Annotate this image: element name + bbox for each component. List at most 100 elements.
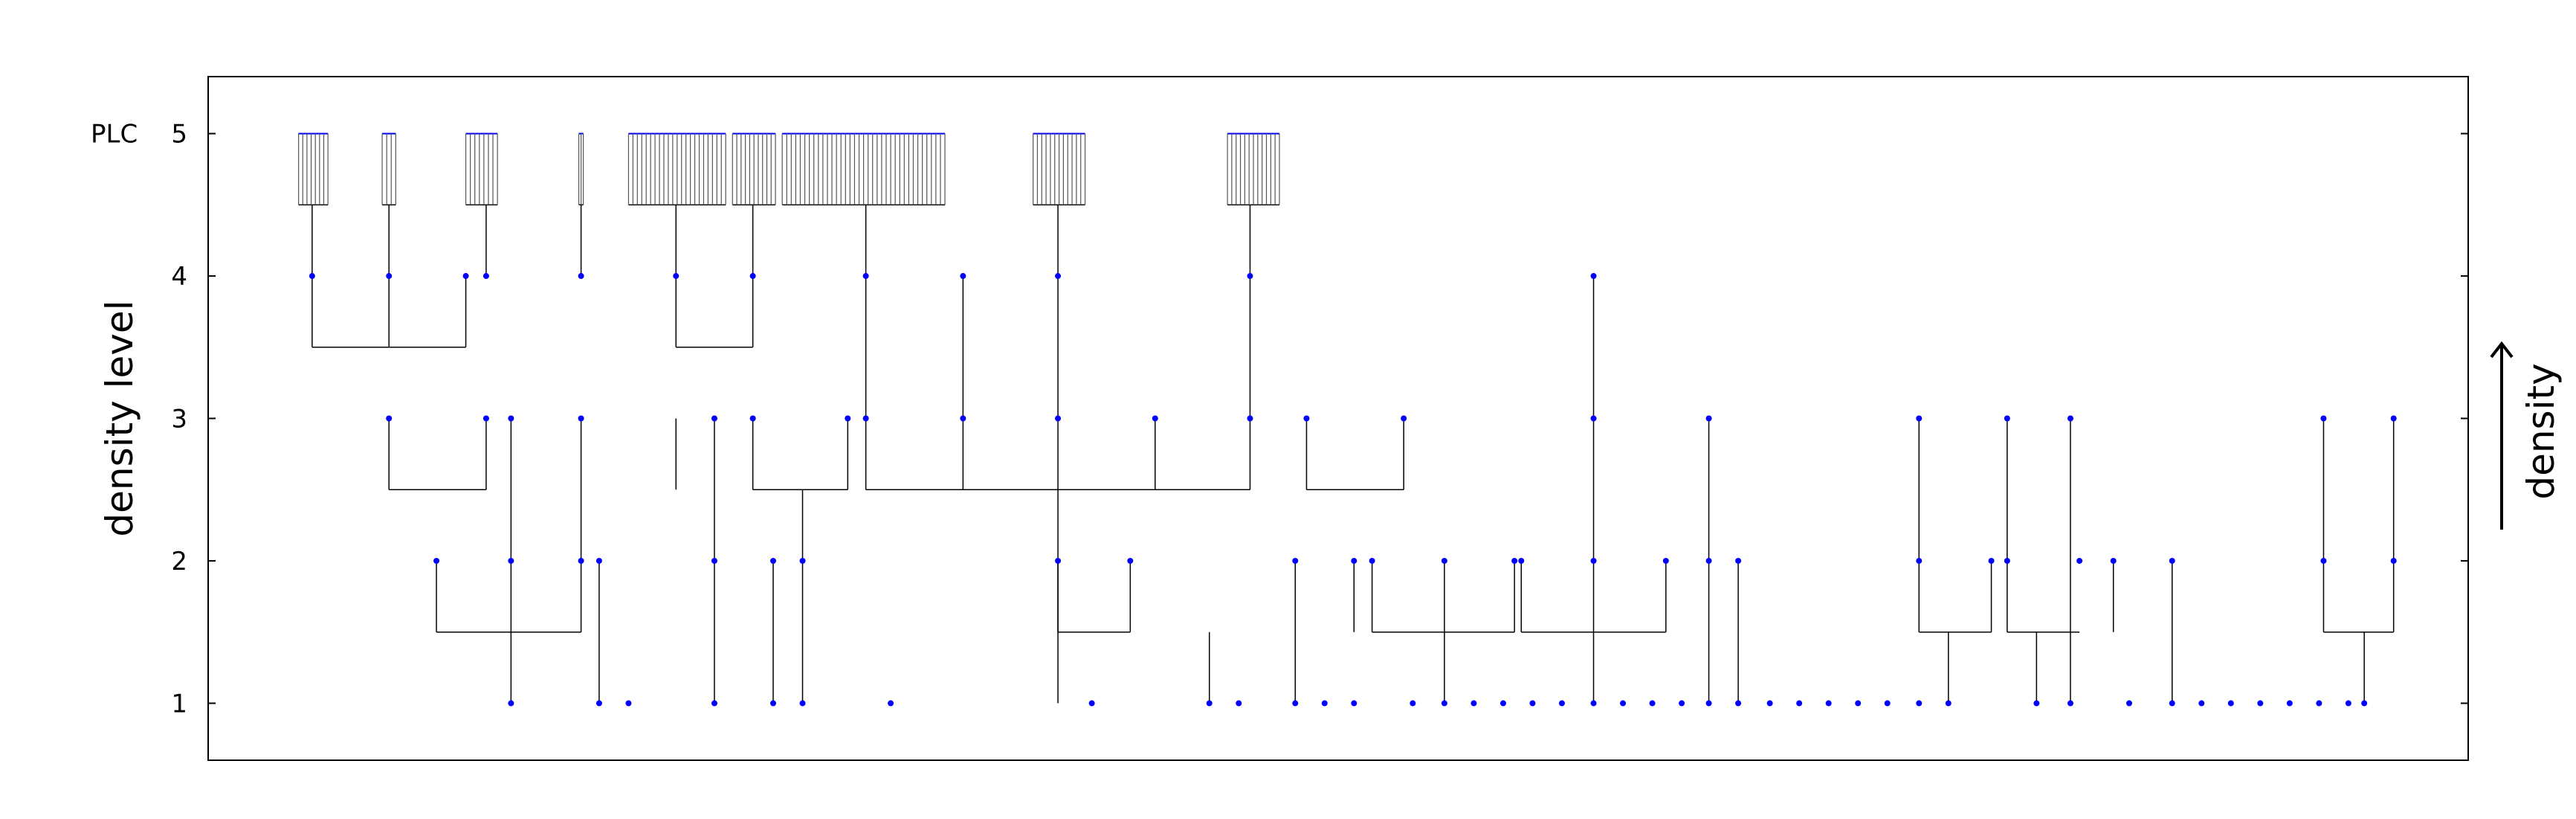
data-point [1916,700,1923,707]
data-point [1590,273,1597,280]
data-point [888,700,894,707]
density-label: density [2519,363,2563,499]
data-point [770,700,776,707]
data-point [711,415,717,422]
data-point [799,557,806,564]
data-point [2004,557,2010,564]
data-point [433,557,440,564]
data-point [1766,700,1773,707]
data-point [2345,700,2351,707]
data-point [1705,557,1712,564]
data-point [1945,700,1952,707]
data-point [2169,700,2175,707]
data-point [1441,557,1447,564]
data-point [799,700,806,707]
data-point [1401,415,1407,422]
data-point [1292,700,1299,707]
data-point [1351,700,1358,707]
data-point [1662,557,1669,564]
data-point [1247,273,1253,280]
data-point [2320,415,2327,422]
data-point [1916,557,1923,564]
data-point [1236,700,1242,707]
data-point [749,273,756,280]
data-point [1321,700,1328,707]
plot-frame [207,76,2469,761]
data-point [595,700,602,707]
y-tick-label: 4 [171,262,187,292]
data-point [2076,557,2083,564]
data-point [1410,700,1416,707]
data-point [1735,557,1742,564]
data-points [309,273,2397,707]
data-point [2004,415,2010,422]
data-point [578,557,584,564]
data-point [386,415,393,422]
data-point [711,557,717,564]
data-point [673,273,679,280]
data-point [711,700,717,707]
data-point [2390,415,2397,422]
data-point [578,273,584,280]
data-point [1152,415,1158,422]
data-point [508,700,514,707]
data-point [2361,700,2368,707]
data-point [2110,557,2117,564]
data-point [2067,700,2073,707]
plc-label: PLC [91,120,138,150]
data-point [1518,557,1525,564]
data-point [2126,700,2132,707]
y-tick-label: 3 [171,405,187,434]
data-point [1471,700,1477,707]
data-point [1590,415,1597,422]
data-point [2227,700,2234,707]
data-point [482,415,489,422]
data-point [1558,700,1565,707]
tree-lines [311,276,2395,704]
data-point [1055,273,1062,280]
data-point [1855,700,1862,707]
data-point [2198,700,2205,707]
y-tick-label: 2 [171,547,187,576]
data-point [770,557,776,564]
y-tick-label: 5 [171,120,187,150]
data-point [508,557,514,564]
data-point [1088,700,1095,707]
data-point [2316,700,2322,707]
data-point [1590,700,1597,707]
data-point [482,273,489,280]
data-point [1511,557,1518,564]
data-point [462,273,469,280]
data-point [1303,415,1310,422]
y-tick-label: 1 [171,689,187,719]
data-point [625,700,632,707]
data-point [1679,700,1685,707]
density-annotation: density [2490,341,2563,530]
data-point [1055,415,1062,422]
data-point [2390,557,2397,564]
data-point [960,273,966,280]
data-point [2169,557,2175,564]
data-point [845,415,851,422]
data-point [1649,700,1656,707]
leaf-clusters [298,132,1280,277]
data-point [749,415,756,422]
data-point [1351,557,1358,564]
data-point [2067,415,2073,422]
data-point [578,415,584,422]
data-point [1055,557,1062,564]
data-point [386,273,393,280]
y-axis-ticks: 1 2 3 4 5 [171,120,2468,719]
data-point [2320,557,2327,564]
data-point [2286,700,2293,707]
data-point [1441,700,1447,707]
data-point [1127,557,1134,564]
y-axis-label: density level [98,300,141,536]
data-point [1590,557,1597,564]
data-point [595,557,602,564]
data-point [1988,557,1995,564]
data-point [508,415,514,422]
data-point [1884,700,1891,707]
data-point [1825,700,1832,707]
